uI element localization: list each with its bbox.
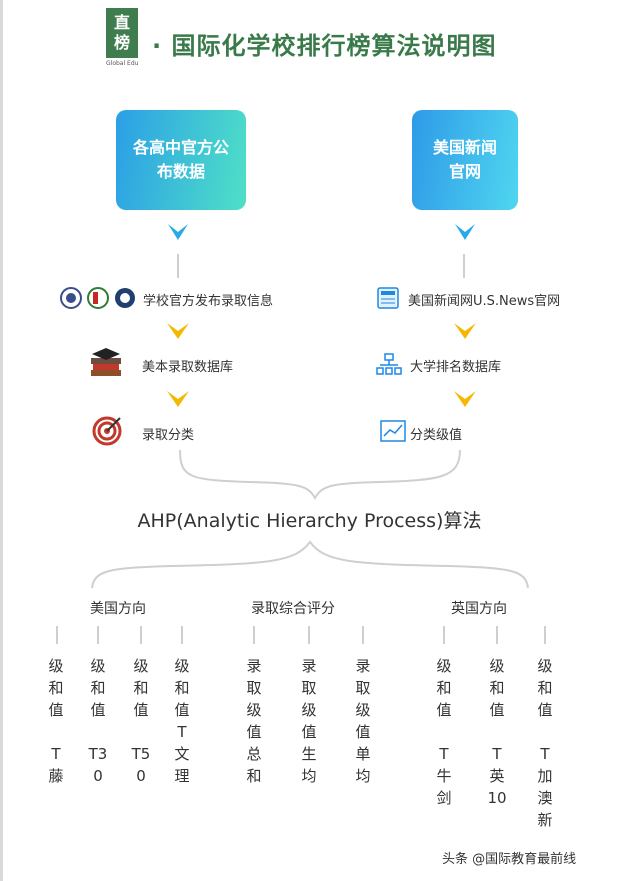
chevron-down-icon xyxy=(167,323,189,339)
leaf-uk-t10: 级和值 T英10 xyxy=(487,657,507,807)
tick xyxy=(56,626,58,644)
upper-brace xyxy=(179,449,461,500)
line-chart-icon xyxy=(380,420,406,442)
tick xyxy=(140,626,142,644)
leaf-us-ivy: 级和值 T藤 xyxy=(48,657,64,785)
leaf-per-student: 录取级值生均 xyxy=(301,657,317,785)
school-badges xyxy=(60,287,140,313)
logo-subtitle: Global Edu xyxy=(106,60,139,67)
tick xyxy=(97,626,99,644)
footer-watermark: 头条 @国际教育最前线 xyxy=(442,852,577,867)
lower-brace xyxy=(91,540,529,589)
logo-char-2: 榜 xyxy=(113,33,130,52)
tick xyxy=(253,626,255,644)
books-graduation-icon xyxy=(91,348,121,376)
logo-mark: 直 榜 xyxy=(106,8,138,58)
leaf-us-t30: 级和值 T30 xyxy=(88,657,108,785)
leaf-us-lac: 级和值 T文理 xyxy=(174,657,190,785)
school-crest-icon xyxy=(60,287,135,309)
tick xyxy=(496,626,498,644)
right-flow-step-1: 美国新闻网U.S.News官网 xyxy=(408,294,561,309)
newspaper-icon xyxy=(377,287,399,309)
logo: 直 榜 Global Edu xyxy=(106,8,146,67)
page-title: · 国际化学校排行榜算法说明图 xyxy=(152,32,497,60)
left-border xyxy=(0,0,3,881)
leaf-can-aus-nz: 级和值 T加澳新 xyxy=(537,657,553,829)
tick xyxy=(308,626,310,644)
connector-line xyxy=(177,254,179,278)
left-flow-step-1: 学校官方发布录取信息 xyxy=(143,294,274,309)
chevron-down-icon xyxy=(454,323,476,339)
chevron-down-icon xyxy=(167,391,189,407)
tick xyxy=(443,626,445,644)
down-arrow-icon xyxy=(455,224,475,240)
source-box-schools-label: 各高中官方公布数据 xyxy=(132,138,229,181)
right-flow-step-3: 分类级值 xyxy=(410,428,463,443)
category-us: 美国方向 xyxy=(90,601,146,617)
algorithm-label: AHP(Analytic Hierarchy Process)算法 xyxy=(137,510,482,532)
connector-line xyxy=(463,254,465,278)
leaf-per-offer: 录取级值单均 xyxy=(355,657,371,785)
category-uk: 英国方向 xyxy=(451,601,507,617)
category-overall: 录取综合评分 xyxy=(251,601,335,617)
leaf-us-t50: 级和值 T50 xyxy=(131,657,151,785)
left-flow-step-3: 录取分类 xyxy=(142,428,195,443)
hierarchy-icon xyxy=(376,353,402,375)
source-box-usnews-label: 美国新闻官网 xyxy=(432,138,497,181)
chevron-down-icon xyxy=(454,391,476,407)
leaf-uk-oxbridge: 级和值 T牛剑 xyxy=(436,657,452,807)
left-flow-step-2: 美本录取数据库 xyxy=(142,360,234,375)
tick xyxy=(181,626,183,644)
source-box-schools: 各高中官方公布数据 xyxy=(116,110,246,210)
right-flow-step-2: 大学排名数据库 xyxy=(410,360,502,375)
leaf-total: 录取级值总和 xyxy=(246,657,262,785)
down-arrow-icon xyxy=(168,224,188,240)
tick xyxy=(362,626,364,644)
logo-char-1: 直 xyxy=(113,13,130,32)
tick xyxy=(544,626,546,644)
target-icon xyxy=(92,416,122,446)
source-box-usnews: 美国新闻官网 xyxy=(412,110,518,210)
